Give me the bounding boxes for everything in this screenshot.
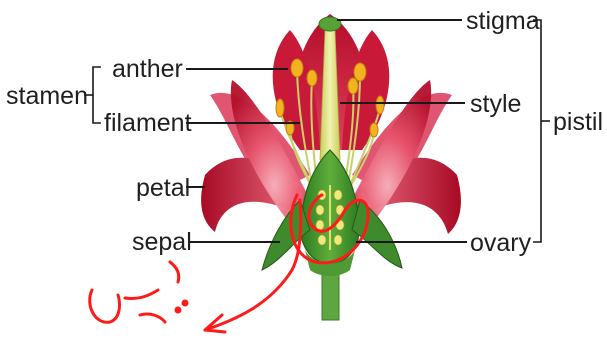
label-pistil: pistil [553,108,603,136]
label-stamen: stamen [6,82,88,110]
flower-illustration [201,14,461,320]
label-anther: anther [112,55,183,83]
label-ovary: ovary [470,229,532,257]
label-filament: filament [104,109,192,137]
label-sepal: sepal [132,228,192,256]
pistil-bracket [533,20,550,242]
label-style: style [470,90,521,118]
label-stigma: stigma [466,7,540,35]
label-petal: petal [136,174,190,202]
